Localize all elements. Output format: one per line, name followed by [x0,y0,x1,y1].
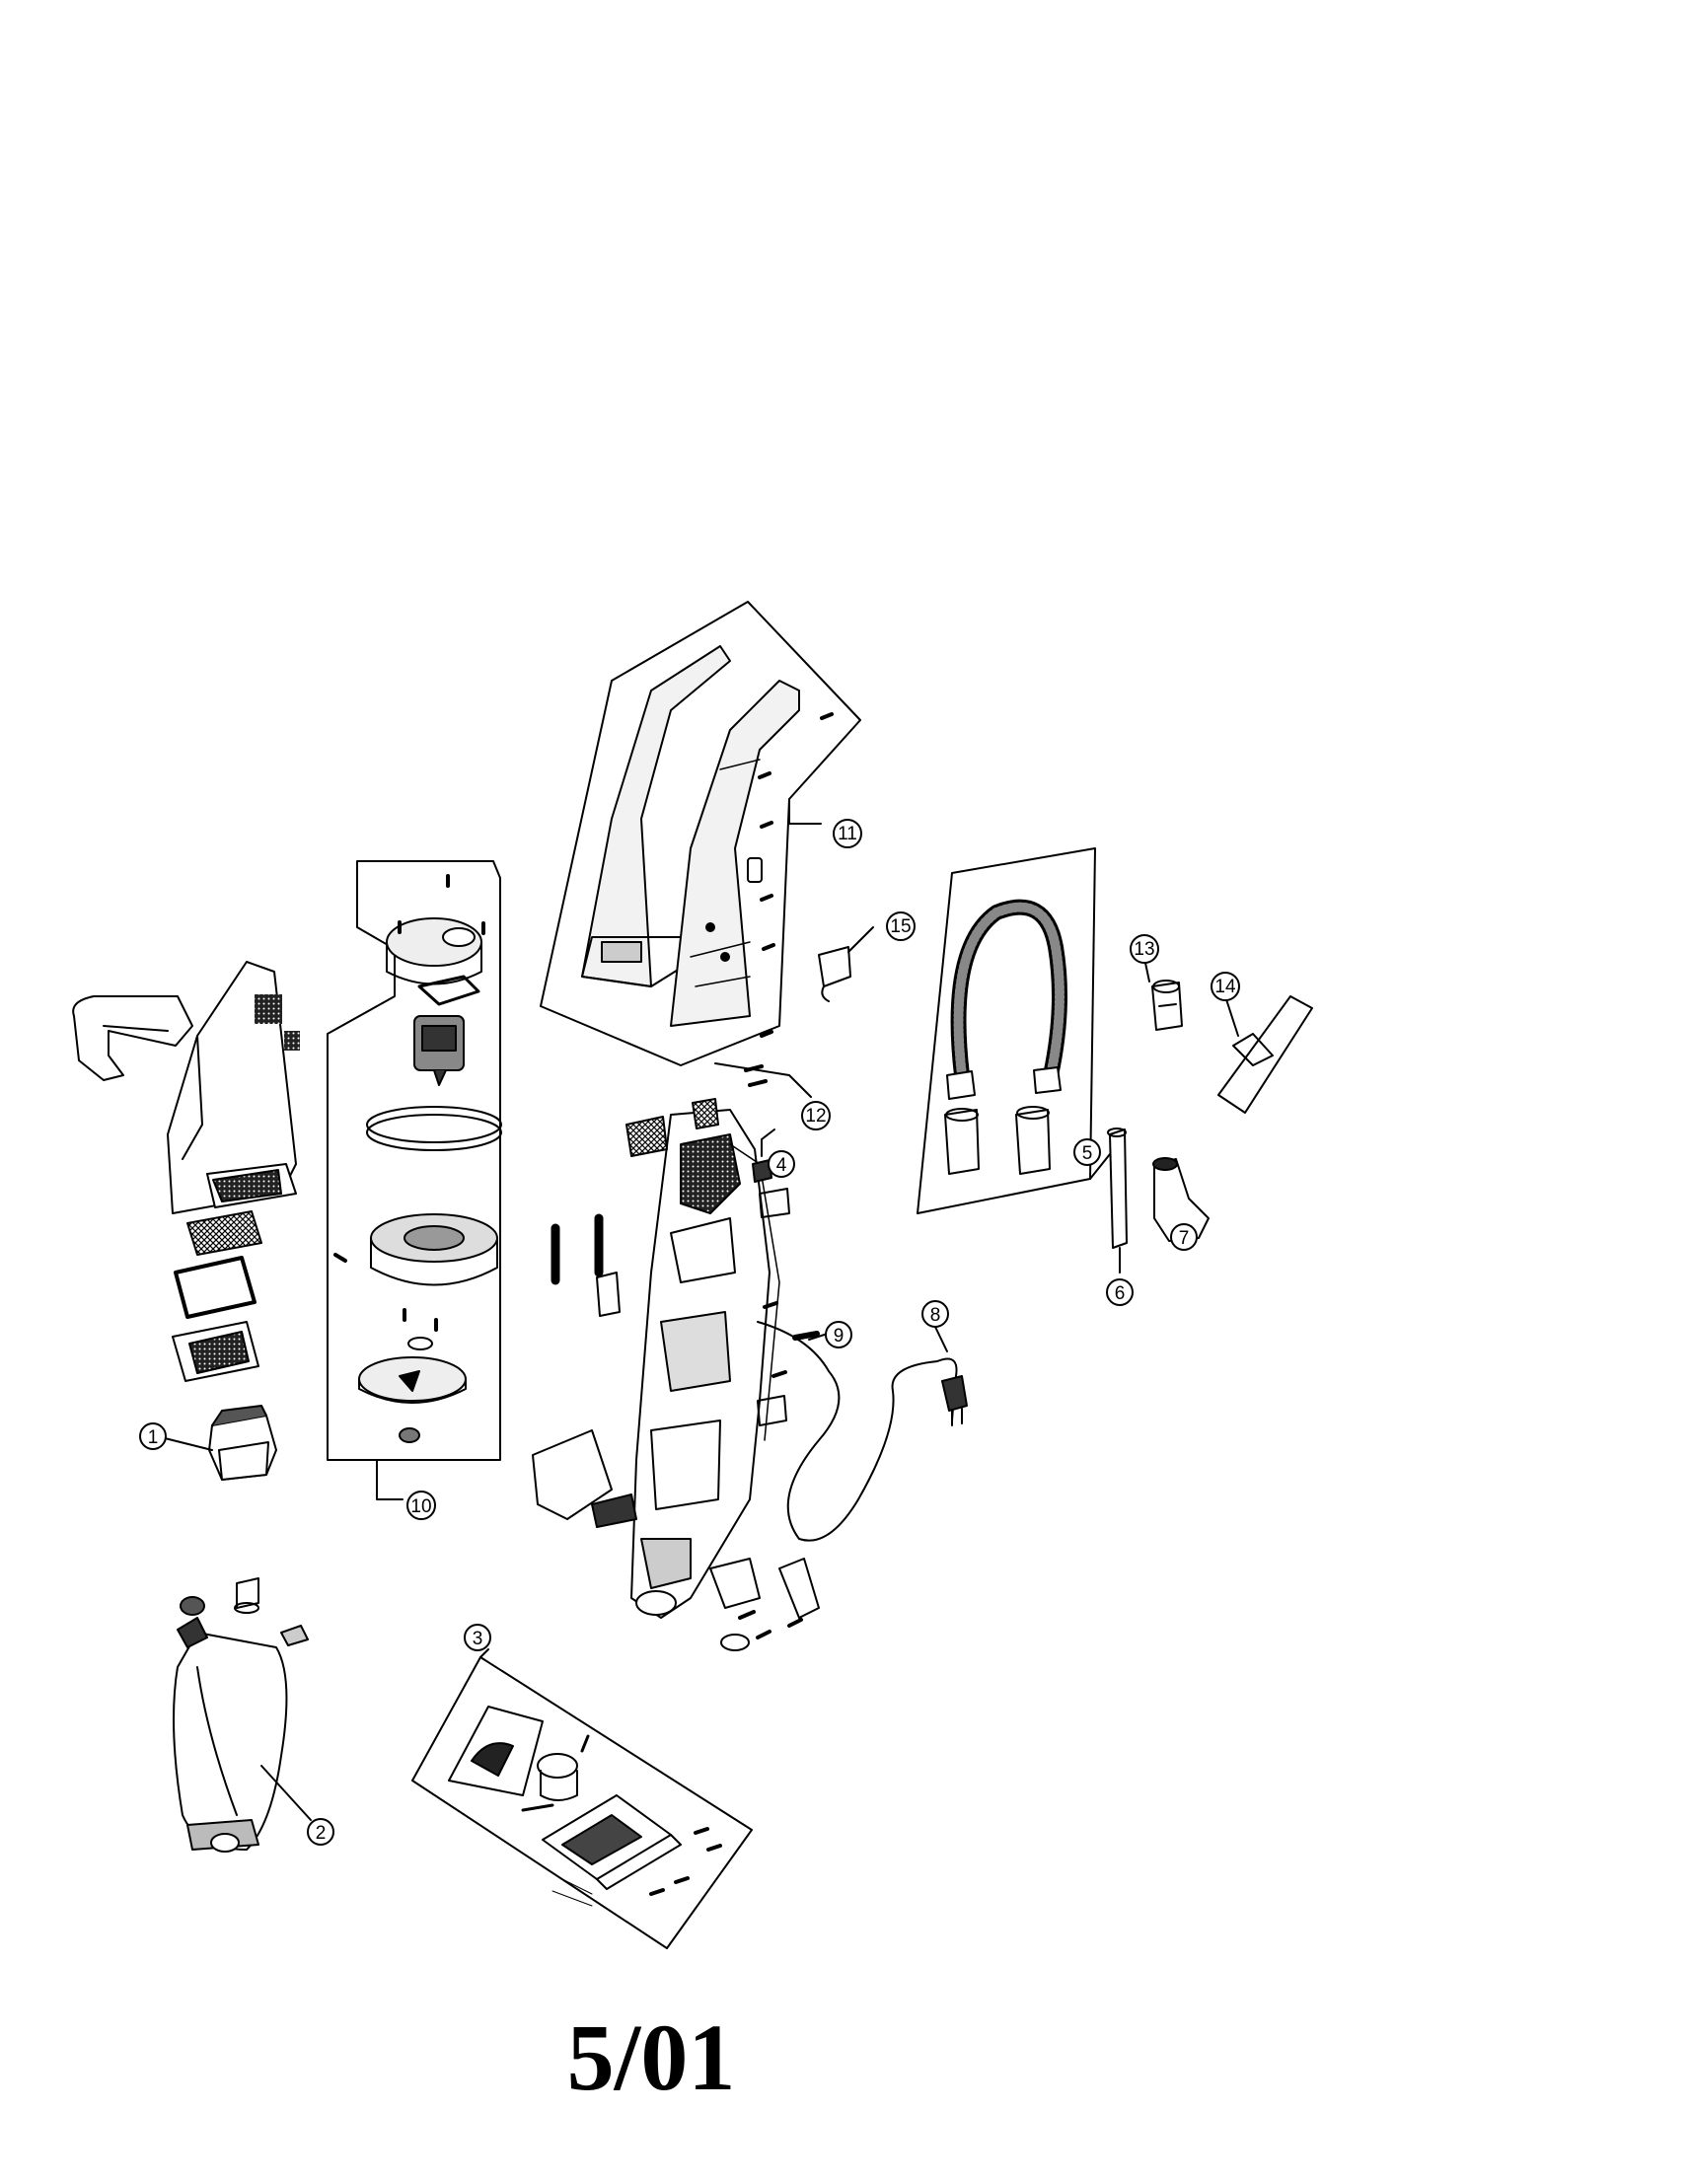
motor-assembly-part-10 [327,860,502,1500]
callout-13: 13 [1130,934,1159,964]
leader-line [847,926,874,953]
leader-line-11 [788,798,822,825]
callout-14: 14 [1211,972,1240,1001]
dirt-cup-part-2 [173,1577,312,1853]
callout-8: 8 [921,1300,949,1328]
hose-part-5 [917,847,1111,1214]
hose-clip-part-15 [818,926,874,1002]
floor-tool-part-14 [1217,995,1313,1114]
callout-10: 10 [406,1491,436,1520]
screw-icon [820,712,834,720]
callout-2: 2 [307,1818,334,1846]
svg-text:5: 5 [1082,1143,1093,1164]
callout-6: 6 [1106,1278,1134,1306]
svg-text:1: 1 [148,1427,159,1448]
leader-line [479,1648,489,1658]
svg-text:13: 13 [1134,939,1154,960]
svg-text:9: 9 [834,1326,844,1347]
nozzle-outline-box [411,1656,753,1949]
footer-date: 5/01 [566,2004,736,2110]
svg-text:7: 7 [1179,1228,1190,1249]
hose-outline-box [917,847,1096,1214]
callout-4: 4 [768,1150,795,1178]
leader-line [1224,995,1239,1037]
callout-12: 12 [801,1101,831,1130]
svg-text:11: 11 [838,824,857,844]
svg-text:3: 3 [473,1629,483,1649]
handle-outline-box [540,601,861,1066]
svg-text:14: 14 [1214,977,1236,997]
callout-5: 5 [1073,1138,1101,1166]
svg-text:15: 15 [890,916,911,937]
callout-11: 11 [833,819,862,848]
screw-icon [760,821,773,829]
power-cord-part-9 [757,1321,968,1542]
callout-3: 3 [464,1624,491,1651]
nozzle-assembly-part-3 [411,1648,753,1949]
screw-icon [398,874,485,935]
callout-15: 15 [886,911,916,941]
callout-7: 7 [1170,1223,1198,1251]
screw-icon [762,943,775,951]
leader-line [260,1765,312,1821]
screw-icon [760,1030,773,1038]
crevice-tool-part-6 [1107,1128,1128,1274]
svg-text:2: 2 [316,1823,327,1844]
leader-line [164,1437,213,1451]
leader-line-4 [761,1128,775,1157]
main-body [532,1064,820,1651]
body-housing [72,961,300,1382]
leader-line [1089,1153,1111,1180]
callout-1: 1 [139,1422,167,1450]
adapter-part-13 [1151,980,1183,1031]
svg-text:12: 12 [805,1106,826,1127]
svg-text:6: 6 [1115,1283,1126,1304]
screw-icon [758,771,771,779]
callout-9: 9 [825,1321,852,1348]
svg-text:4: 4 [776,1155,787,1176]
callout-labels: 1 2 3 4 5 6 7 8 9 10 11 12 13 14 15 [139,819,1240,1846]
svg-text:8: 8 [930,1305,941,1326]
leader-line-12 [714,1062,812,1098]
leader-line [376,1459,404,1500]
screw-icon [333,1253,438,1332]
screw-icon [760,894,773,902]
motor-outline-box [327,860,501,1461]
handle-assembly-part-11 [540,601,861,1066]
filter-cup-part-1 [164,1405,277,1481]
svg-text:10: 10 [410,1496,431,1517]
